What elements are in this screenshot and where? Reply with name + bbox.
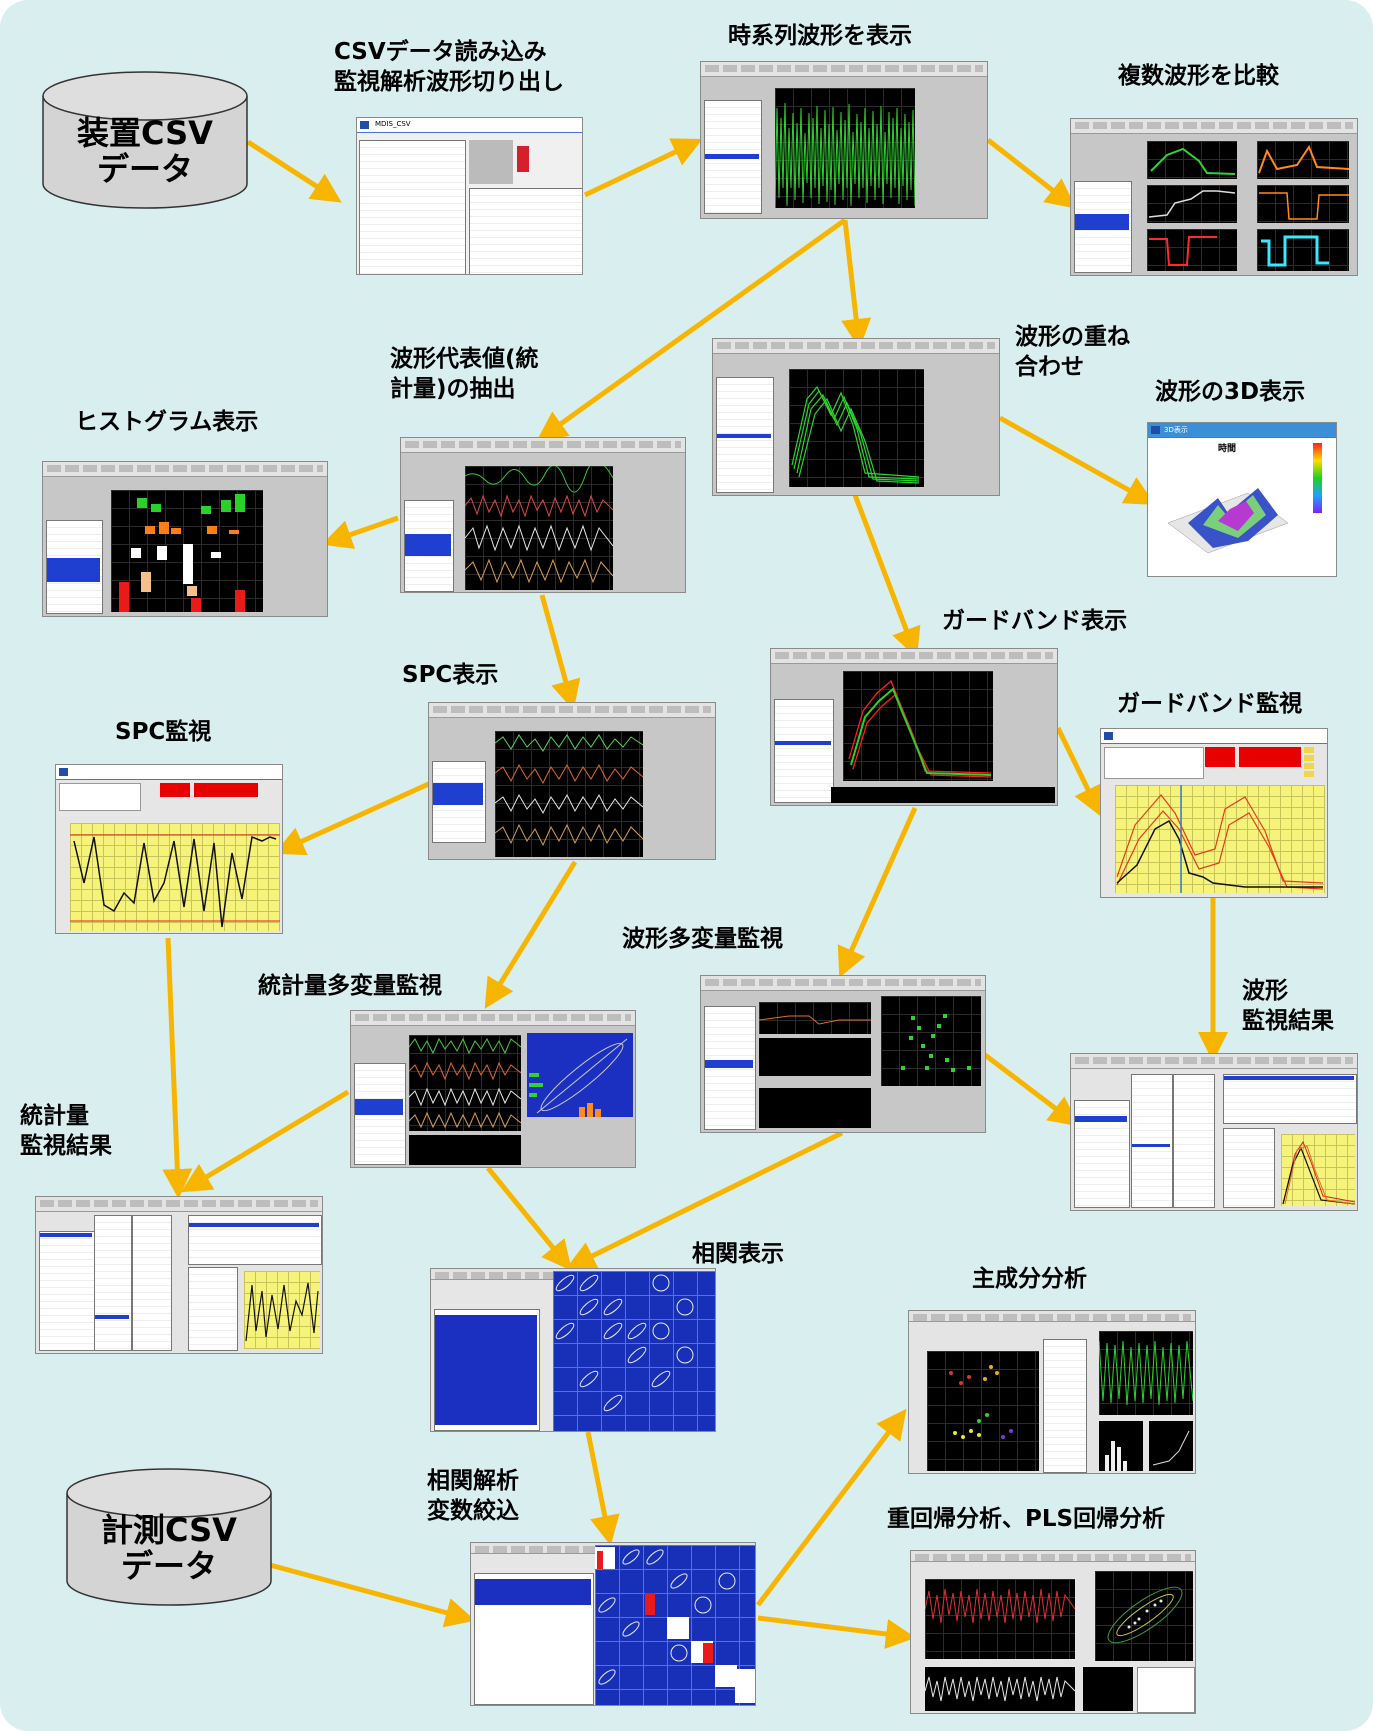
- screenshot-histogram: [42, 461, 328, 617]
- label-spc-monitor: SPC監視: [115, 719, 212, 745]
- label-guardband: ガードバンド表示: [942, 608, 1128, 634]
- device-csv-line1: 装置CSV: [77, 114, 213, 152]
- screenshot-timeseries: [700, 61, 988, 219]
- label-corr-analysis: 相関解析変数絞込: [427, 1468, 519, 1524]
- arrow-statmv-to-correlation: [486, 1166, 572, 1271]
- label-stat-multivar: 統計量多変量監視: [258, 973, 442, 999]
- screenshot-gb-monitor: [1100, 728, 1328, 898]
- measure-csv-line2: データ: [121, 1547, 217, 1585]
- arrow-spc-to-statmv: [484, 860, 578, 1009]
- measure-csv-cylinder: 計測CSV データ: [66, 1468, 272, 1606]
- arrow-timeseries-to-compare: [986, 138, 1077, 209]
- arrow-corranalysis-to-regression: [757, 1615, 916, 1649]
- screenshot-corr-analysis: [470, 1542, 756, 1706]
- arrow-measure-to-corranalysis: [269, 1562, 476, 1628]
- screenshot-regression: [910, 1550, 1196, 1714]
- label-overlay: 波形の重ね合わせ: [1015, 324, 1130, 380]
- arrow-statmv-to-statresult: [180, 1089, 350, 1193]
- label-representative: 波形代表値(統計量)の抽出: [390, 346, 539, 402]
- screenshot-csv-read: MDIS_CSV: [356, 117, 583, 275]
- label-3d: 波形の3D表示: [1155, 379, 1306, 405]
- arrow-spcmonitor-to-statresult: [162, 937, 193, 1199]
- measure-csv-line1: 計測CSV: [101, 1511, 237, 1549]
- arrow-correlation-to-corranalysis: [585, 1431, 620, 1546]
- label-guardband-monitor: ガードバンド監視: [1117, 691, 1303, 717]
- arrow-timeseries-to-representative: [536, 217, 847, 442]
- arrow-representative-to-histogram: [321, 515, 399, 549]
- label-wave-multivar: 波形多変量監視: [622, 926, 783, 952]
- screenshot-guardband: [770, 648, 1058, 806]
- label-timeseries: 時系列波形を表示: [728, 23, 912, 49]
- label-compare: 複数波形を比較: [1118, 63, 1279, 89]
- screenshot-spc-display: [428, 702, 716, 860]
- screenshot-overlay: [712, 338, 1000, 496]
- arrow-spc-to-spcmonitor: [274, 779, 435, 856]
- label-spc-display: SPC表示: [402, 662, 499, 688]
- label-csv-read: CSVデータ読み込み監視解析波形切り出し: [334, 39, 564, 95]
- arrow-wavemv-to-correlation: [565, 1130, 844, 1270]
- arrow-timeseries-to-overlay: [841, 219, 872, 349]
- arrow-corranalysis-to-pca: [756, 1408, 907, 1607]
- device-csv-cylinder: 装置CSV データ: [42, 71, 248, 209]
- arrow-csv-to-timeseries: [583, 138, 703, 198]
- screenshot-wave-result: [1070, 1053, 1358, 1211]
- arrow-representative-to-spc: [539, 594, 581, 711]
- screenshot-stat-result: [35, 1196, 323, 1354]
- screenshot-pca: [908, 1310, 1196, 1474]
- screenshot-stat-multivar: [350, 1010, 636, 1168]
- label-wave-result: 波形監視結果: [1242, 978, 1334, 1034]
- label-correlation: 相関表示: [692, 1241, 784, 1267]
- screenshot-compare: [1070, 118, 1358, 276]
- screenshot-correlation: [430, 1268, 716, 1432]
- label-pca: 主成分分析: [972, 1266, 1087, 1292]
- screenshot-wave-multivar: [700, 975, 986, 1133]
- arrow-overlay-to-3d: [998, 415, 1156, 505]
- arrow-device-to-csv: [246, 139, 342, 203]
- label-stat-result: 統計量監視結果: [20, 1103, 112, 1159]
- label-histogram: ヒストグラム表示: [75, 409, 259, 435]
- arrow-guardband-to-gbmonitor: [1055, 726, 1102, 817]
- label-regression: 重回帰分析、PLS回帰分析: [887, 1506, 1166, 1532]
- screenshot-spc-monitor: [55, 764, 283, 934]
- arrow-overlay-to-guardband: [852, 494, 921, 659]
- device-csv-line2: データ: [97, 150, 193, 188]
- screenshot-3d: 3D表示 時間: [1147, 422, 1337, 577]
- screenshot-representative: [400, 437, 686, 593]
- arrow-wavemv-to-waveresult: [983, 1053, 1080, 1127]
- arrow-guardband-to-wavemv: [837, 806, 918, 978]
